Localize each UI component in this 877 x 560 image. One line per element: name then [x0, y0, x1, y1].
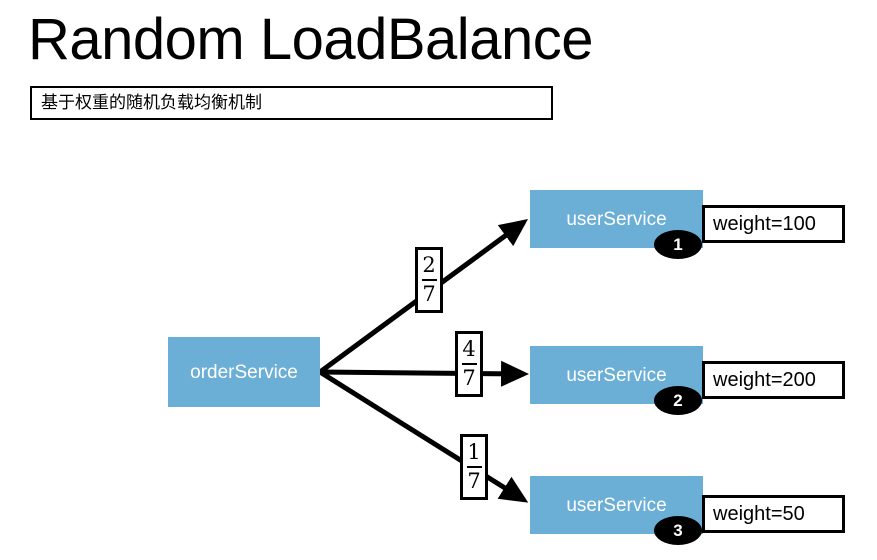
node-user-service-1-label: userService	[566, 208, 667, 230]
fraction-numerator: 4	[462, 337, 476, 361]
edge-weight-fraction-1: 2 7	[415, 247, 443, 313]
node-user-service-2-label: userService	[566, 364, 667, 386]
node-index-badge-3: 3	[654, 516, 702, 545]
weight-label-2: weight=200	[702, 361, 845, 399]
fraction-bar	[421, 279, 437, 281]
fraction-denominator: 7	[462, 366, 476, 390]
fraction-bar	[461, 363, 477, 365]
fraction-denominator: 7	[467, 469, 481, 493]
node-index-badge-2: 2	[654, 386, 702, 415]
fraction-numerator: 2	[422, 253, 436, 277]
subtitle-text: 基于权重的随机负载均衡机制	[41, 93, 262, 113]
node-index-badge-1: 1	[654, 230, 702, 259]
edge-to-user-3	[318, 369, 529, 503]
weight-label-3: weight=50	[702, 495, 845, 533]
page-title: Random LoadBalance	[28, 7, 593, 72]
node-user-service-3-label: userService	[566, 494, 667, 516]
fraction-denominator: 7	[422, 282, 436, 306]
fraction-numerator: 1	[467, 440, 481, 464]
edge-to-user-2	[319, 360, 529, 387]
weight-label-1: weight=100	[702, 205, 845, 243]
node-order-service-label: orderService	[190, 361, 298, 383]
edge-weight-fraction-3: 1 7	[460, 434, 488, 500]
edge-weight-fraction-2: 4 7	[455, 331, 483, 397]
fraction-bar	[466, 466, 482, 468]
subtitle-box: 基于权重的随机负载均衡机制	[30, 86, 553, 120]
node-order-service[interactable]: orderService	[168, 337, 320, 407]
